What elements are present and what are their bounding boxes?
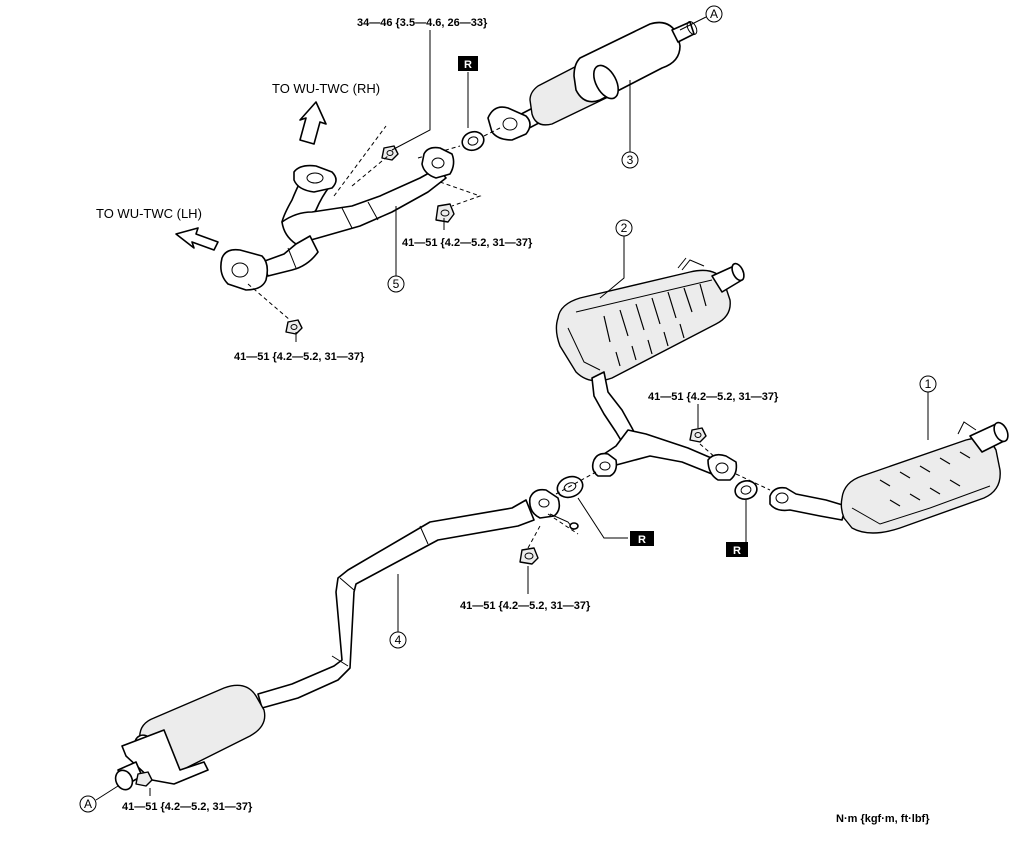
part-3-front-muffler — [487, 21, 698, 141]
torque-mid-bolt: 41—51 {4.2—5.2, 31—37} — [402, 237, 533, 249]
callout-part-1: 1 — [919, 375, 937, 393]
callout-a-top: A — [705, 5, 723, 23]
svg-text:2: 2 — [621, 221, 628, 235]
label-to-wu-twc-rh: TO WU-TWC (RH) — [272, 81, 380, 96]
svg-text:A: A — [710, 7, 718, 21]
leader-center-r — [577, 497, 628, 539]
leader-top-torque — [391, 30, 431, 151]
callout-part-3: 3 — [621, 151, 639, 169]
part-4-rear-pipe — [114, 488, 561, 791]
torque-rear-hanger: 41—51 {4.2—5.2, 31—37} — [122, 801, 253, 813]
part-5-y-pipe — [220, 146, 455, 291]
nut-rear — [135, 771, 153, 787]
torque-top-nut: 34—46 {3.5—4.6, 26—33} — [357, 17, 488, 29]
nut-right-converter — [689, 427, 707, 443]
nut-lh — [285, 319, 303, 335]
nut-mid — [435, 203, 455, 223]
svg-text:R: R — [464, 59, 472, 71]
svg-text:A: A — [84, 797, 92, 811]
gasket-top — [461, 130, 485, 152]
replace-badge-right: R — [726, 542, 748, 557]
callout-a-bottom: A — [79, 795, 97, 813]
svg-text:R: R — [638, 534, 646, 546]
replace-badge-center: R — [630, 531, 654, 546]
gasket-center — [556, 475, 584, 499]
arrow-rh-icon — [299, 101, 327, 145]
replace-badge-top: R — [458, 56, 478, 71]
leader-part2 — [599, 236, 625, 299]
label-to-wu-twc-lh: TO WU-TWC (LH) — [96, 206, 202, 221]
units-label: N·m {kgf·m, ft·lbf} — [836, 813, 930, 825]
torque-lh-flange: 41—51 {4.2—5.2, 31—37} — [234, 351, 365, 363]
callout-part-4: 4 — [389, 631, 407, 649]
center-bolt — [549, 513, 579, 531]
leader-a-top — [679, 16, 707, 31]
part-2-catalytic-converter — [555, 257, 745, 481]
svg-text:4: 4 — [395, 633, 402, 647]
svg-text:R: R — [733, 545, 741, 557]
svg-text:5: 5 — [393, 277, 400, 291]
leader-a-bottom — [95, 785, 119, 801]
torque-right-converter: 41—51 {4.2—5.2, 31—37} — [648, 391, 779, 403]
part-1-rear-converter — [769, 421, 1009, 534]
svg-text:1: 1 — [925, 377, 932, 391]
svg-text:3: 3 — [627, 153, 634, 167]
callout-part-5: 5 — [387, 275, 405, 293]
callout-part-2: 2 — [615, 219, 633, 237]
arrow-lh-icon — [175, 227, 219, 251]
torque-center-joint: 41—51 {4.2—5.2, 31—37} — [460, 600, 591, 612]
nut-center — [519, 547, 539, 565]
gasket-right — [734, 480, 758, 500]
